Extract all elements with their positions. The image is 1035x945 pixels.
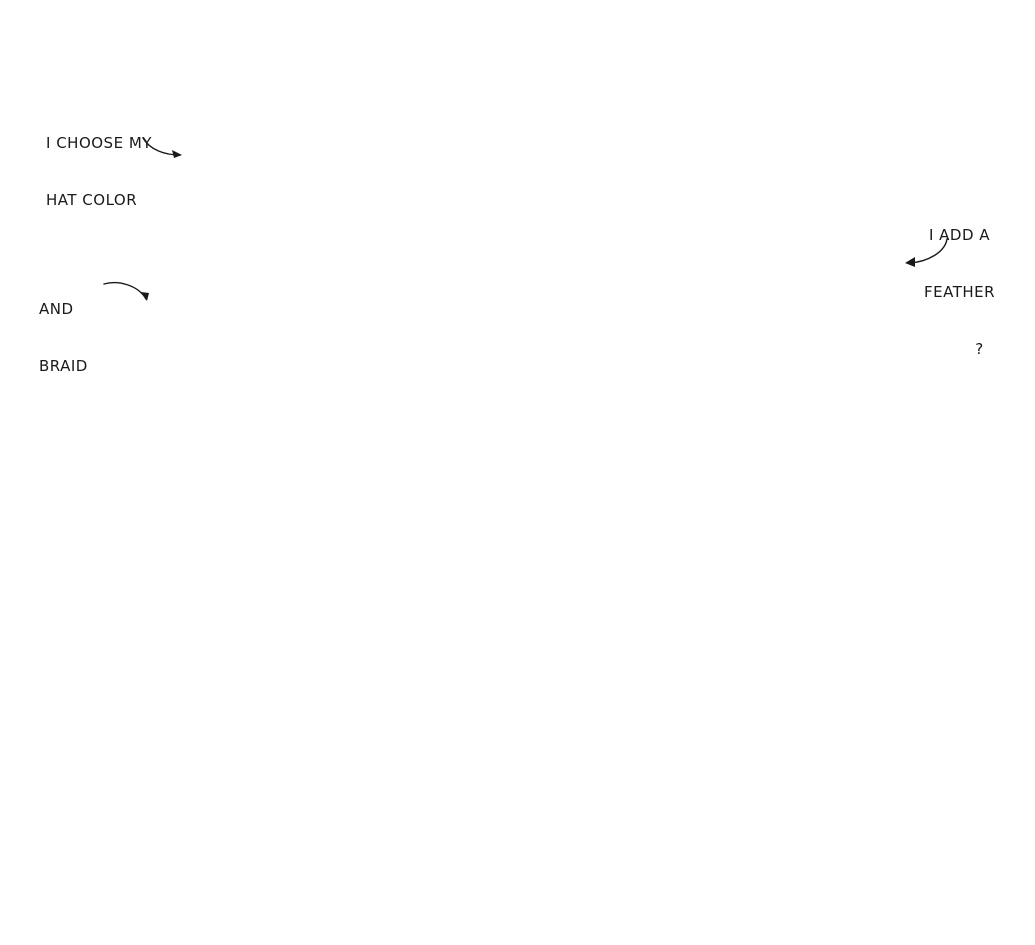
curved-arrow-icon [905, 257, 915, 267]
feather-hint: i add a feather ? [924, 188, 995, 397]
feather-hint-question: ? [975, 340, 984, 358]
hat-color-hint-line2: hat color [46, 191, 138, 209]
curved-arrow-icon [172, 150, 182, 158]
feather-hint-line1: i add a [928, 226, 991, 244]
braid-hint-line2: braid [39, 357, 88, 375]
braid-hint: and braid [39, 262, 88, 414]
hat-color-hint: i choose my hat color [46, 96, 152, 248]
braid-hint-line1: and [39, 300, 74, 318]
curved-arrow-icon [103, 281, 147, 300]
hat-color-hint-line1: i choose my [46, 134, 152, 152]
feather-hint-line2: feather [924, 283, 996, 301]
curved-arrow-icon [141, 292, 149, 301]
